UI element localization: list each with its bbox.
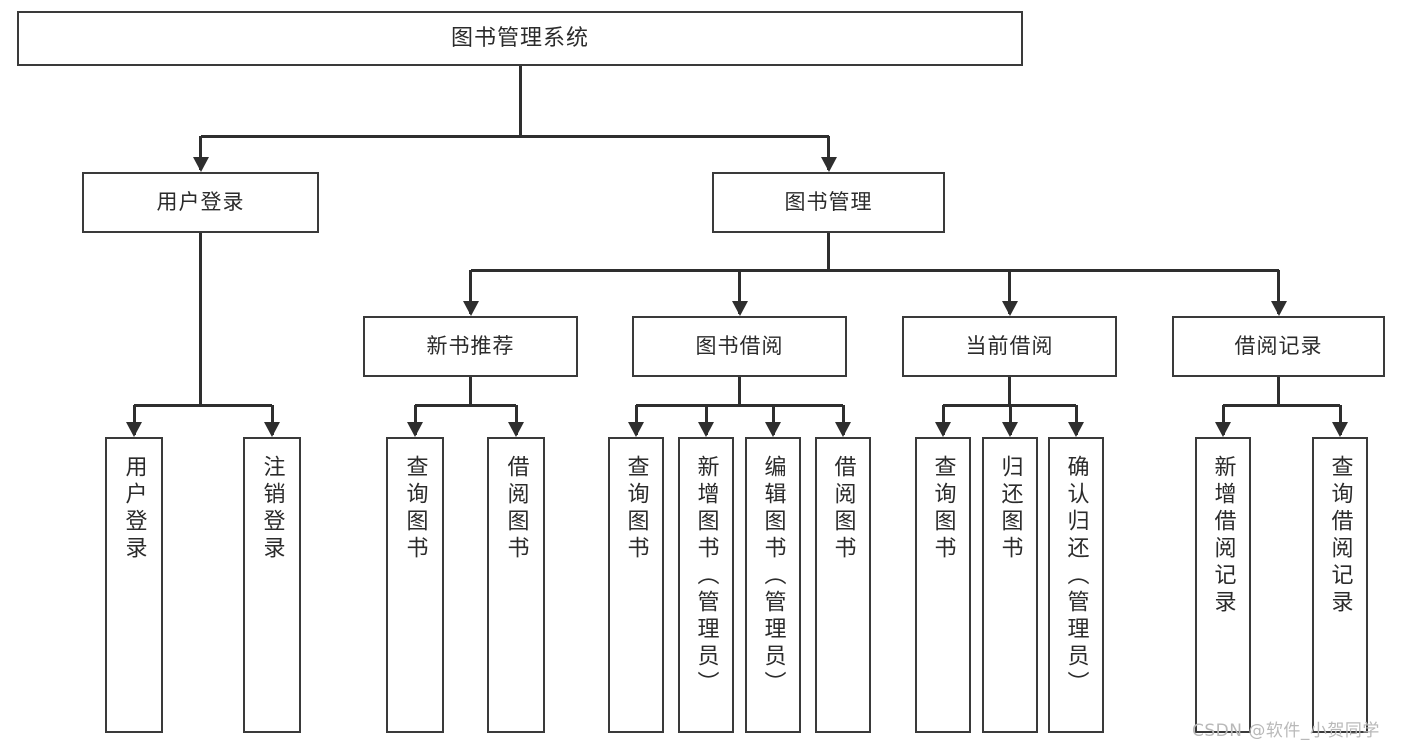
node-leaf-confirm-return[interactable]: 确认归还（管理员） (1048, 437, 1104, 733)
connector-horizontal (470, 268, 1279, 272)
node-leaf-user-logout[interactable]: 注销登录 (243, 437, 301, 733)
connector-vertical (771, 405, 775, 435)
arrow-head-icon (835, 422, 851, 437)
connector-vertical (1008, 270, 1011, 314)
node-leaf-borrow-book-2[interactable]: 借阅图书 (815, 437, 871, 733)
connector-vertical (704, 405, 708, 435)
connector-vertical (199, 233, 202, 405)
connector-vertical (413, 405, 417, 435)
node-label: 查询图书 (623, 455, 649, 563)
connector-vertical (199, 136, 202, 170)
arrow-head-icon (1002, 422, 1018, 437)
connector-vertical (738, 377, 741, 405)
connector-vertical (514, 405, 518, 435)
node-book-borrow[interactable]: 图书借阅 (632, 316, 847, 377)
connector-vertical (469, 377, 472, 405)
arrow-head-icon (935, 422, 951, 437)
connector-vertical (941, 405, 945, 435)
connector-vertical (1074, 405, 1078, 435)
arrow-head-icon (1215, 422, 1231, 437)
arrow-head-icon (192, 157, 209, 172)
node-label: 新增借阅记录 (1210, 455, 1236, 617)
connector-vertical (827, 136, 830, 170)
node-label: 借阅图书 (503, 455, 529, 563)
arrow-head-icon (126, 422, 142, 437)
node-label: 借阅记录 (1234, 334, 1323, 359)
arrow-head-icon (407, 422, 423, 437)
node-label: 新书推荐 (426, 334, 515, 359)
connector-vertical (469, 270, 472, 314)
node-label: 借阅图书 (830, 455, 856, 563)
node-label: 图书管理系统 (450, 25, 589, 51)
arrow-head-icon (1270, 301, 1287, 316)
node-label: 查询图书 (930, 455, 956, 563)
arrow-head-icon (264, 422, 280, 437)
connector-vertical (1221, 405, 1225, 435)
node-leaf-user-login[interactable]: 用户登录 (105, 437, 163, 733)
node-label: 新增图书（管理员） (693, 455, 719, 698)
node-label: 查询借阅记录 (1327, 455, 1353, 617)
arrow-head-icon (1001, 301, 1018, 316)
node-leaf-return-book[interactable]: 归还图书 (982, 437, 1038, 733)
node-label: 图书管理 (784, 190, 873, 215)
node-label: 用户登录 (156, 190, 245, 215)
connector-vertical (738, 270, 741, 314)
node-leaf-add-book[interactable]: 新增图书（管理员） (678, 437, 734, 733)
node-leaf-edit-book[interactable]: 编辑图书（管理员） (745, 437, 801, 733)
arrow-head-icon (628, 422, 644, 437)
arrow-head-icon (1068, 422, 1084, 437)
node-new-book-recommend[interactable]: 新书推荐 (363, 316, 578, 377)
node-label: 编辑图书（管理员） (760, 455, 786, 698)
connector-horizontal (415, 403, 516, 407)
node-book-manage[interactable]: 图书管理 (712, 172, 945, 233)
connector-vertical (1338, 405, 1342, 435)
arrow-head-icon (698, 422, 714, 437)
connector-vertical (1008, 405, 1012, 435)
connector-vertical (841, 405, 845, 435)
connector-vertical (270, 405, 274, 435)
node-root-system[interactable]: 图书管理系统 (17, 11, 1023, 66)
arrow-head-icon (462, 301, 479, 316)
node-label: 用户登录 (121, 455, 147, 563)
node-borrow-record[interactable]: 借阅记录 (1172, 316, 1385, 377)
connector-horizontal (134, 403, 272, 407)
connector-vertical (518, 66, 522, 136)
node-label: 当前借阅 (965, 334, 1054, 359)
node-leaf-query-record[interactable]: 查询借阅记录 (1312, 437, 1368, 733)
connector-vertical (634, 405, 638, 435)
node-leaf-query-book-2[interactable]: 查询图书 (608, 437, 664, 733)
connector-vertical (827, 233, 830, 270)
node-leaf-add-record[interactable]: 新增借阅记录 (1195, 437, 1251, 733)
node-current-borrow[interactable]: 当前借阅 (902, 316, 1117, 377)
connector-horizontal (636, 403, 843, 407)
node-user-login[interactable]: 用户登录 (82, 172, 319, 233)
arrow-head-icon (508, 422, 524, 437)
arrow-head-icon (731, 301, 748, 316)
arrow-head-icon (765, 422, 781, 437)
connector-vertical (1277, 377, 1280, 405)
node-label: 注销登录 (259, 455, 285, 563)
arrow-head-icon (820, 157, 837, 172)
connector-vertical (1008, 377, 1011, 405)
connector-vertical (1277, 270, 1280, 314)
connector-horizontal (200, 134, 829, 138)
arrow-head-icon (1332, 422, 1348, 437)
node-label: 确认归还（管理员） (1063, 455, 1089, 698)
node-leaf-borrow-book-1[interactable]: 借阅图书 (487, 437, 545, 733)
node-label: 归还图书 (997, 455, 1023, 563)
connector-vertical (132, 405, 136, 435)
node-leaf-query-book-3[interactable]: 查询图书 (915, 437, 971, 733)
node-label: 图书借阅 (695, 334, 784, 359)
connector-horizontal (1223, 403, 1340, 407)
node-label: 查询图书 (402, 455, 428, 563)
node-leaf-query-book-1[interactable]: 查询图书 (386, 437, 444, 733)
